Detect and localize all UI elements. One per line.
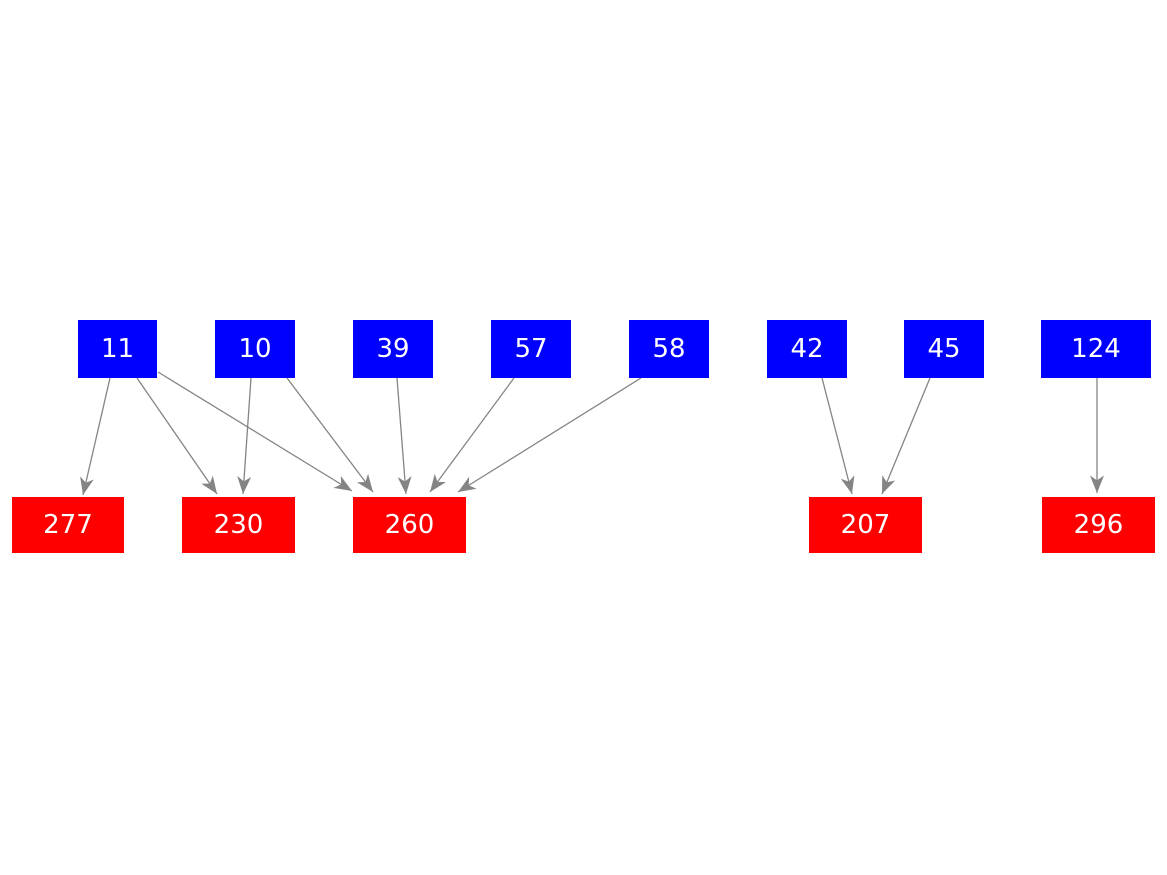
edge-11-260 bbox=[157, 371, 353, 492]
node-207: 207 bbox=[809, 497, 922, 553]
node-45: 45 bbox=[904, 320, 984, 378]
node-57: 57 bbox=[491, 320, 571, 378]
edge-11-277 bbox=[80, 377, 111, 496]
edge-10-230 bbox=[237, 377, 252, 495]
node-277: 277 bbox=[12, 497, 124, 553]
node-11: 11 bbox=[78, 320, 157, 378]
node-124: 124 bbox=[1041, 320, 1151, 378]
node-10: 10 bbox=[215, 320, 295, 378]
node-260: 260 bbox=[353, 497, 466, 553]
node-58: 58 bbox=[629, 320, 709, 378]
node-296: 296 bbox=[1042, 497, 1155, 553]
edge-11-230 bbox=[136, 377, 218, 495]
edge-10-260 bbox=[286, 377, 374, 493]
edge-57-260 bbox=[429, 377, 515, 493]
edge-42-207 bbox=[821, 377, 855, 495]
edge-45-207 bbox=[881, 377, 931, 495]
node-230: 230 bbox=[182, 497, 295, 553]
node-39: 39 bbox=[353, 320, 433, 378]
edge-58-260 bbox=[457, 377, 642, 493]
edge-39-260 bbox=[396, 377, 412, 495]
node-42: 42 bbox=[767, 320, 847, 378]
